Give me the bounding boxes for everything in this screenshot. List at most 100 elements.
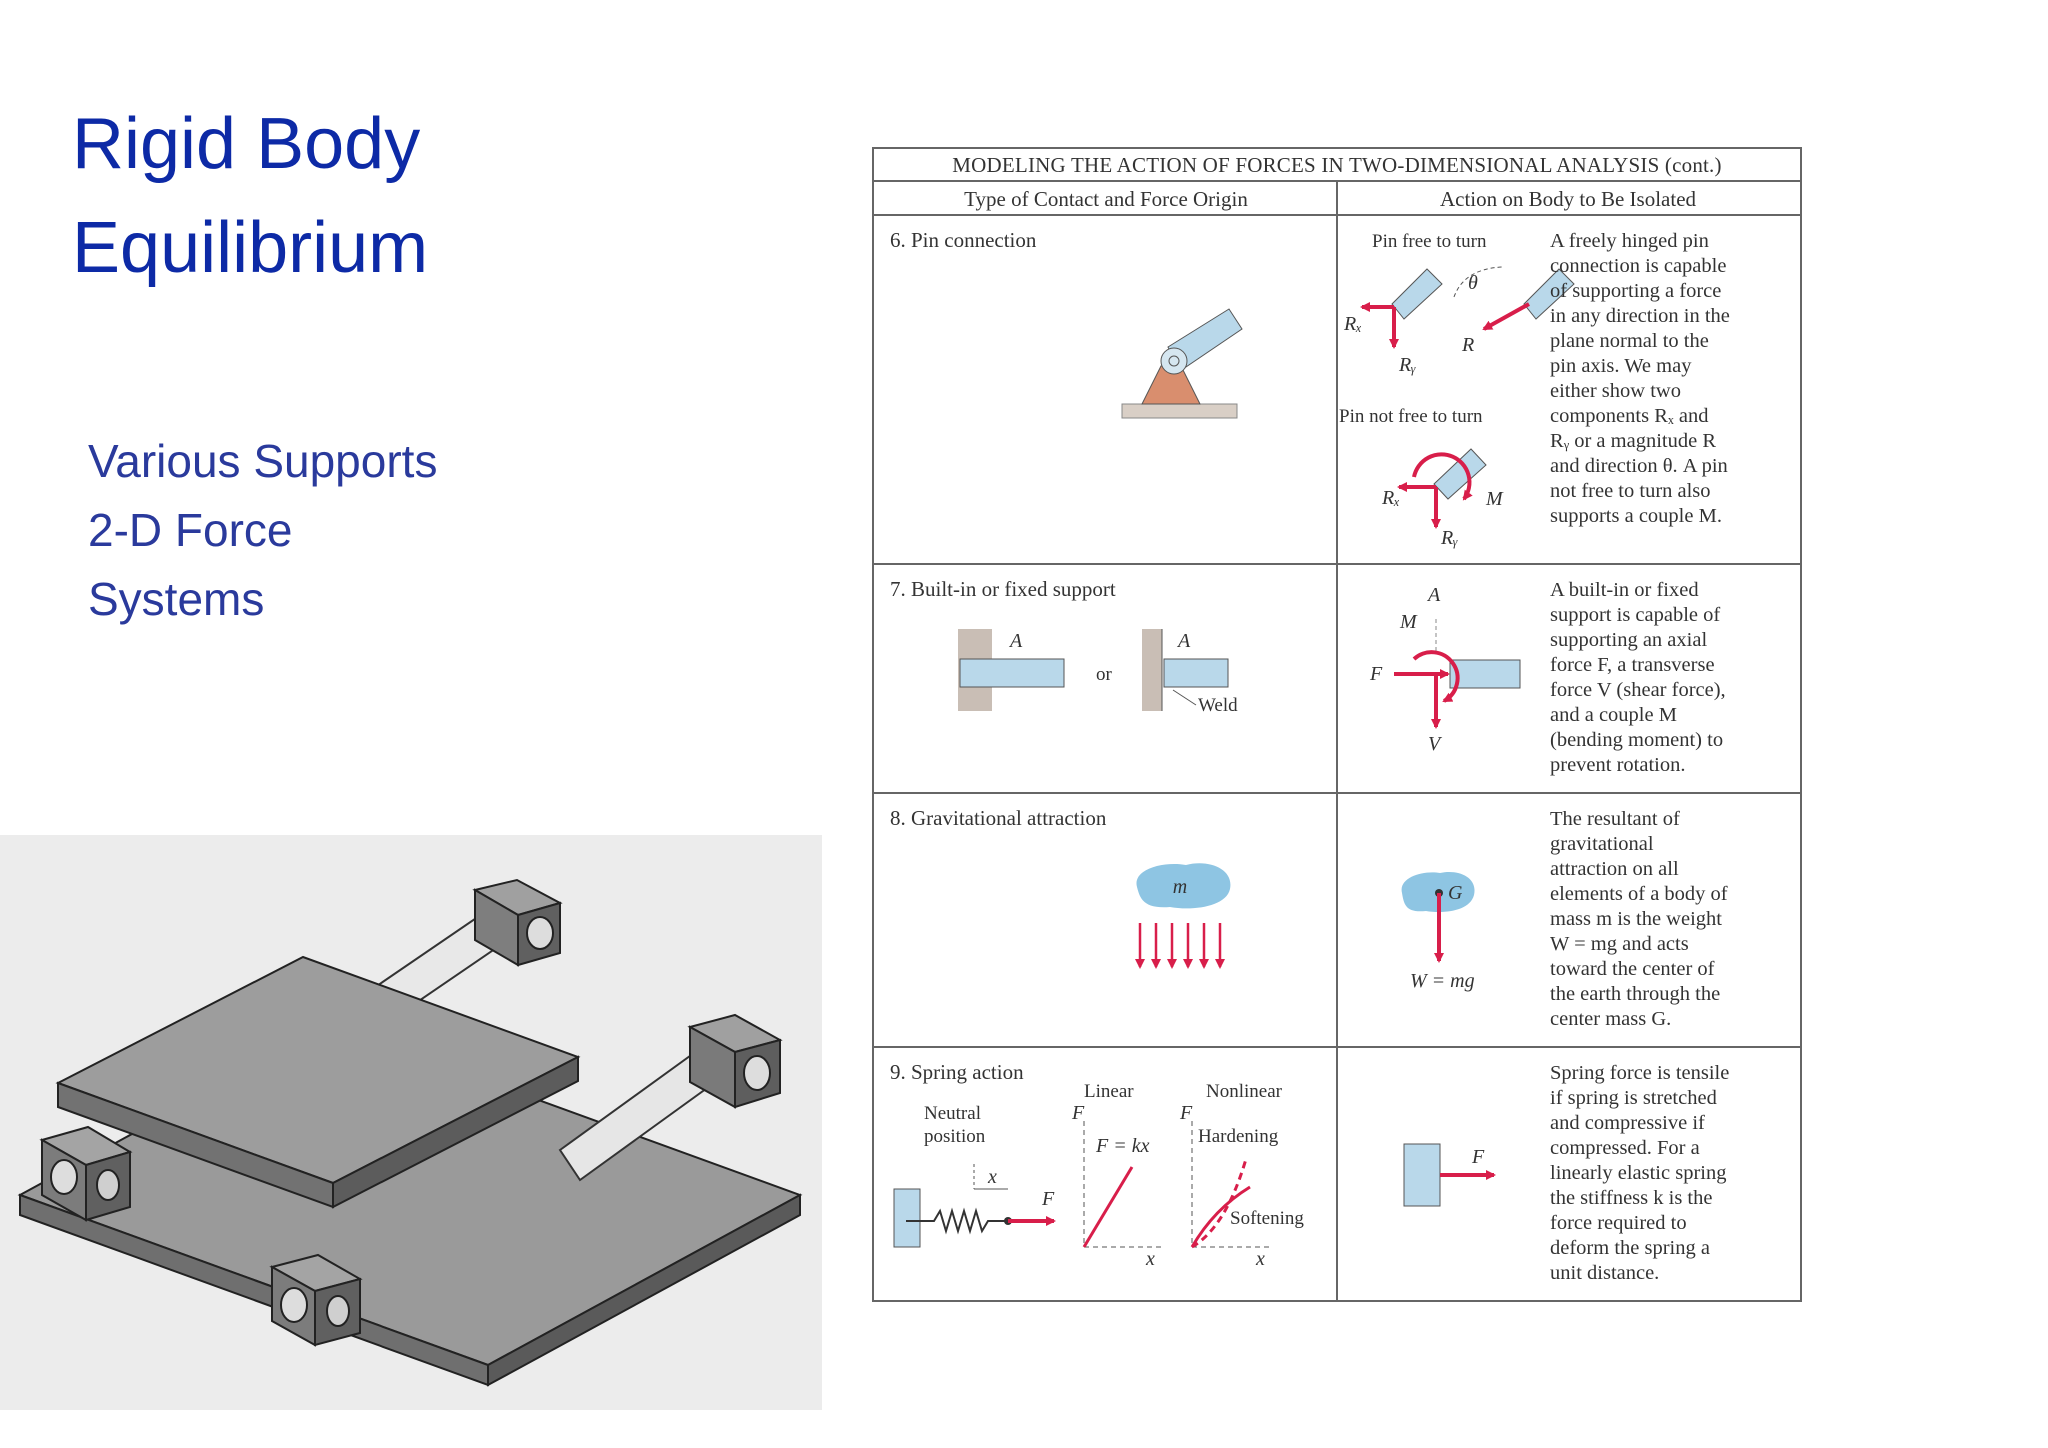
desc-line: pin axis. We may <box>1550 355 1692 377</box>
desc-line: deform the spring a <box>1550 1237 1710 1259</box>
desc-line: A freely hinged pin <box>1550 230 1709 252</box>
row-description: A built-in or fixed support is capable o… <box>1550 579 1726 776</box>
desc-line: either show two <box>1550 380 1681 402</box>
spring-fbd <box>1403 1143 1496 1207</box>
table-row: 9. Spring action Linear Nonlinear Neutra… <box>890 1060 1729 1284</box>
spring-f-label: F <box>1041 1188 1055 1210</box>
column-header-action: Action on Body to Be Isolated <box>1440 187 1697 211</box>
desc-line: A built-in or fixed <box>1550 579 1699 601</box>
rx-label: Rₓ <box>1343 313 1362 335</box>
slide-assembly-illustration <box>0 835 822 1410</box>
theta-label: θ <box>1468 272 1478 294</box>
column-header-contact: Type of Contact and Force Origin <box>964 187 1248 211</box>
shear-v-label: V <box>1428 733 1443 755</box>
linear-spring-graph <box>1082 1121 1164 1248</box>
r-label: R <box>1461 334 1474 356</box>
desc-line: toward the center of <box>1550 958 1715 980</box>
table-heading: MODELING THE ACTION OF FORCES IN TWO-DIM… <box>952 153 1721 177</box>
desc-line: not free to turn also <box>1550 480 1711 502</box>
pin-not-free-label: Pin not free to turn <box>1339 406 1483 427</box>
graph-x-label: x <box>1255 1248 1265 1270</box>
fkx-label: F = kx <box>1095 1135 1150 1157</box>
pin-free-diagram <box>1360 266 1575 349</box>
graph-f-label: F <box>1071 1102 1085 1124</box>
desc-line: compressed. For a <box>1550 1137 1700 1159</box>
rx-label-2: Rₓ <box>1381 487 1400 509</box>
desc-line: components Rₓ and <box>1550 405 1709 427</box>
or-label: or <box>1096 664 1113 685</box>
pin-free-label: Pin free to turn <box>1372 231 1487 252</box>
topic-item: Systems <box>88 573 265 625</box>
table-row: 7. Built-in or fixed support A or A Weld… <box>890 577 1726 776</box>
desc-line: elements of a body of <box>1550 883 1728 905</box>
fixed-support-fbd <box>1394 619 1521 729</box>
linear-label: Linear <box>1084 1081 1134 1102</box>
table-row: 6. Pin connection Pin free to turn Rₓ Rᵧ… <box>890 228 1730 549</box>
weight-label: W = mg <box>1410 970 1475 992</box>
slide-title-line-2: Equilibrium <box>72 208 429 288</box>
slide-title-line-1: Rigid Body <box>72 104 421 184</box>
row-description: Spring force is tensile if spring is str… <box>1550 1062 1729 1284</box>
desc-line: force required to <box>1550 1212 1687 1234</box>
desc-line: connection is capable <box>1550 255 1726 277</box>
desc-line: center mass G. <box>1550 1008 1671 1030</box>
pin-not-free-diagram <box>1397 448 1487 529</box>
row-description: A freely hinged pin connection is capabl… <box>1550 230 1730 527</box>
desc-line: the stiffness k is the <box>1550 1187 1712 1209</box>
softening-label: Softening <box>1230 1208 1304 1229</box>
pin-connection-icon <box>1121 308 1243 419</box>
row-description: The resultant of gravitational attractio… <box>1550 808 1728 1030</box>
desc-line: and a couple M <box>1550 704 1677 726</box>
point-a-label: A <box>1426 584 1441 606</box>
slide-title: Rigid Body Equilibrium <box>72 92 428 300</box>
mass-label: m <box>1173 876 1187 898</box>
desc-line: if spring is stretched <box>1550 1087 1717 1109</box>
desc-line: linearly elastic spring <box>1550 1162 1726 1184</box>
hardening-label: Hardening <box>1198 1126 1279 1147</box>
spring-diagram <box>893 1164 1056 1248</box>
displacement-x-label: x <box>987 1166 997 1188</box>
desc-line: the earth through the <box>1550 983 1720 1005</box>
graph-x-label: x <box>1145 1248 1155 1270</box>
graph-f-label: F <box>1179 1102 1193 1124</box>
desc-line: Rᵧ or a magnitude R <box>1550 430 1716 452</box>
mass-blob-icon <box>1135 863 1231 969</box>
desc-line: force F, a transverse <box>1550 654 1715 676</box>
point-a-label: A <box>1176 630 1191 652</box>
row-title: 6. Pin connection <box>890 228 1037 252</box>
position-label: position <box>924 1126 986 1147</box>
desc-line: unit distance. <box>1550 1262 1659 1284</box>
desc-line: and direction θ. A pin <box>1550 455 1728 477</box>
desc-line: in any direction in the <box>1550 305 1730 327</box>
desc-line: supports a couple M. <box>1550 505 1722 527</box>
desc-line: and compressive if <box>1550 1112 1705 1134</box>
axial-f-label: F <box>1369 663 1383 685</box>
topic-item: 2-D Force <box>88 504 293 556</box>
desc-line: attraction on all <box>1550 858 1679 880</box>
desc-line: The resultant of <box>1550 808 1680 830</box>
ry-label-2: Rᵧ <box>1440 527 1458 549</box>
fixed-support-diagrams <box>958 629 1229 711</box>
row-title: 9. Spring action <box>890 1060 1024 1084</box>
desc-line: of supporting a force <box>1550 280 1721 302</box>
nonlinear-label: Nonlinear <box>1206 1081 1283 1102</box>
desc-line: Spring force is tensile <box>1550 1062 1729 1084</box>
spring-force-label: F <box>1471 1146 1485 1168</box>
force-modeling-table: MODELING THE ACTION OF FORCES IN TWO-DIM… <box>872 147 1802 1302</box>
point-a-label: A <box>1008 630 1023 652</box>
row-title: 7. Built-in or fixed support <box>890 577 1116 601</box>
desc-line: gravitational <box>1550 833 1654 855</box>
force-modeling-table-svg: MODELING THE ACTION OF FORCES IN TWO-DIM… <box>874 153 1800 1300</box>
desc-line: prevent rotation. <box>1550 754 1685 776</box>
weight-fbd <box>1401 871 1475 963</box>
topic-item: Various Supports <box>88 435 438 487</box>
assembly-svg <box>17 878 803 1387</box>
center-g-label: G <box>1448 882 1463 904</box>
desc-line: (bending moment) to <box>1550 729 1723 751</box>
desc-line: mass m is the weight <box>1550 908 1722 930</box>
desc-line: plane normal to the <box>1550 330 1709 352</box>
desc-line: W = mg and acts <box>1550 933 1689 955</box>
table-row: 8. Gravitational attraction m G W = mg T… <box>890 806 1728 1030</box>
couple-m-label: M <box>1399 611 1418 633</box>
nonlinear-spring-graph <box>1190 1121 1270 1249</box>
